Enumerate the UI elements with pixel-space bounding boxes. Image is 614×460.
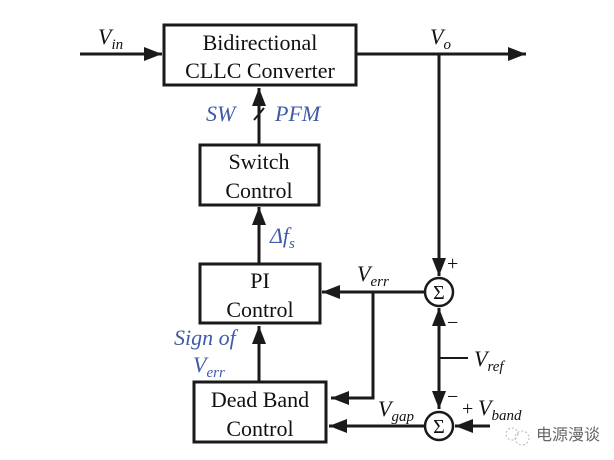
top-plus-sign: + [447, 253, 458, 275]
pi-control-line1: PI [250, 268, 270, 293]
converter-label-line2: CLLC Converter [185, 58, 335, 83]
top-sigma-symbol: Σ [433, 282, 445, 304]
sw-label: SW [206, 101, 237, 126]
sign-verr-label: Verr [193, 352, 225, 381]
vband-label: Vband [478, 395, 522, 424]
verr-label: Verr [357, 261, 389, 290]
bottom-summing-junction: Σ − [423, 386, 458, 442]
dead-band-control-block: Dead Band Control [192, 380, 328, 444]
sign-of-label: Sign of [174, 325, 239, 350]
vband-plus-sign: + [462, 398, 473, 420]
bottom-minus-sign: − [447, 386, 458, 408]
delta-fs-label: Δfs [269, 223, 295, 252]
converter-block: Bidirectional CLLC Converter [162, 23, 358, 87]
vin-label: Vin [98, 24, 123, 53]
switch-control-block: Switch Control [198, 143, 321, 207]
verr-branch-wire [332, 292, 375, 400]
watermark-text: 电源漫谈 [536, 425, 600, 444]
dead-band-line2: Control [226, 416, 293, 441]
dead-band-line1: Dead Band [211, 387, 309, 412]
vref-label: Vref [474, 346, 505, 375]
watermark: 电源漫谈 [505, 425, 600, 446]
vgap-label: Vgap [378, 396, 414, 425]
pfm-label: PFM [274, 101, 322, 126]
vo-label: Vo [430, 24, 451, 53]
wechat-icon [505, 427, 530, 446]
top-summing-junction: Σ + − [423, 253, 458, 334]
converter-label-line1: Bidirectional [203, 30, 318, 55]
switch-control-line2: Control [225, 178, 292, 203]
bus-slash [253, 107, 265, 121]
switch-control-line1: Switch [228, 149, 289, 174]
bottom-sigma-symbol: Σ [433, 416, 445, 438]
pi-control-line2: Control [226, 297, 293, 322]
pi-control-block: PI Control [198, 262, 322, 325]
top-minus-sign: − [447, 312, 458, 334]
